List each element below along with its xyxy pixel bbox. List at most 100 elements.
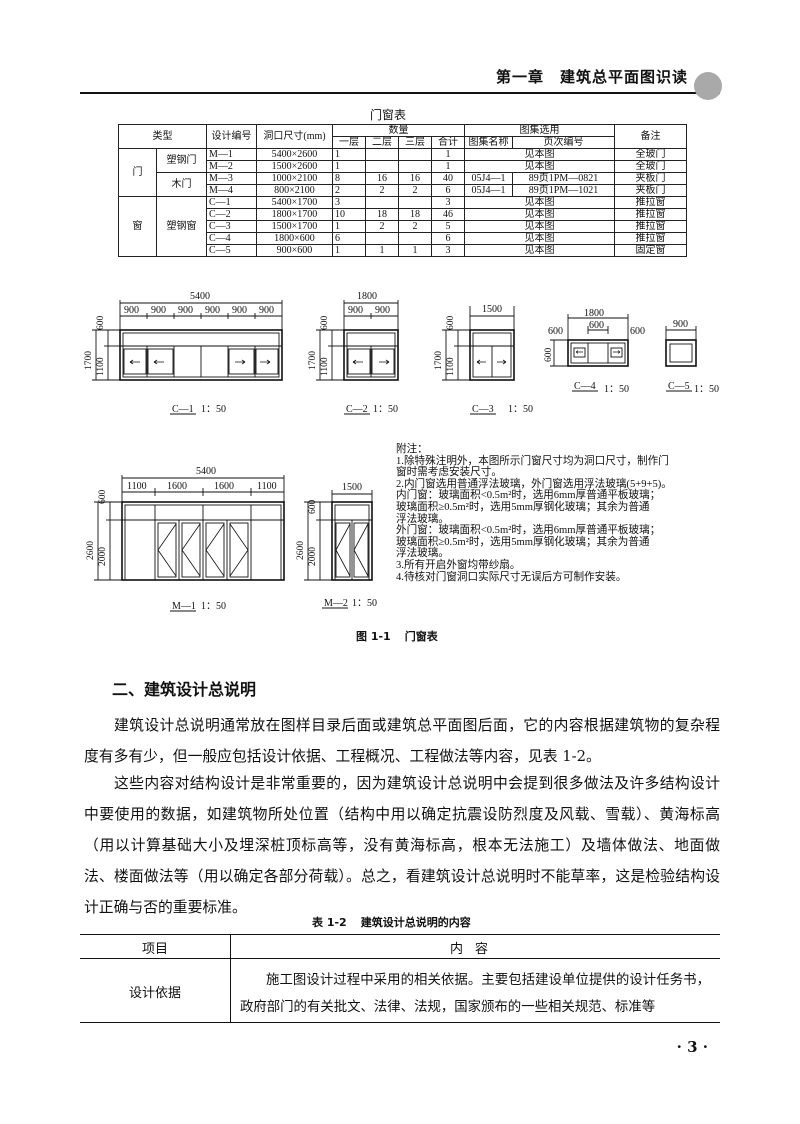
- chapter-header-title: 第一章 建筑总平面图识读: [495, 68, 688, 86]
- c1-seg: 900: [259, 305, 274, 316]
- svg-text:600: 600: [446, 316, 456, 331]
- table2-number: 表 1-2: [312, 916, 347, 929]
- table-row: C—5 900×600 1 1 1 3 见本图 固定窗: [119, 244, 687, 257]
- svg-text:1100: 1100: [446, 357, 456, 376]
- svg-text:1：50: 1：50: [694, 384, 719, 395]
- c1-seg: 900: [151, 305, 166, 316]
- table-row: M—4 800×2100 2 2 2 6 05J4—1 89页1PM—1021 …: [119, 184, 687, 197]
- svg-text:1800: 1800: [584, 308, 604, 319]
- table2-row-item: 设计依据: [128, 986, 181, 1001]
- door-window-table: 类型 设计编号 洞口尺寸(mm) 数量 图集选用 备注 一层 二层 三层 合计 …: [118, 124, 687, 257]
- svg-text:600: 600: [98, 490, 108, 505]
- c1-seg: 900: [124, 305, 139, 316]
- door-m2-elevation: 1500 600 2600 2000 M—2 1：50: [296, 482, 377, 609]
- note-line: 外门窗：玻璃面积<0.5m²时，选用6mm厚普通平板玻璃；: [396, 525, 661, 537]
- table-row: 门 塑钢门 M—1 5400×2600 1 1 见本图 全玻门: [118, 148, 687, 197]
- svg-text:1700: 1700: [434, 351, 444, 370]
- svg-text:1700: 1700: [84, 351, 94, 370]
- svg-text:1100: 1100: [127, 481, 147, 492]
- note-line: 浮法玻璃。: [396, 548, 449, 560]
- svg-text:C—5: C—5: [668, 381, 690, 392]
- window-c2-elevation: 1800 900 900 600 1700 1100 C—2 1：50: [308, 291, 399, 415]
- svg-text:1：50: 1：50: [604, 384, 629, 395]
- header-rule: [80, 92, 720, 94]
- table-row: C—4 1800×600 6 6 见本图 推拉窗: [119, 232, 687, 245]
- svg-text:2000: 2000: [98, 547, 108, 566]
- table-rule: [80, 958, 720, 959]
- door-m1-elevation: 5400 1100 1600 1600 1100 600 2600 2000 M…: [86, 466, 285, 612]
- c1-seg: 900: [232, 305, 247, 316]
- window-c5-elevation: 900 C—5 1：50: [665, 319, 719, 395]
- svg-text:1500: 1500: [482, 304, 502, 315]
- svg-text:600: 600: [548, 326, 563, 337]
- table2-row-content: 施工图设计过程中采用的相关依据。主要包括建设单位提供的设计任务书，政府部门的有关…: [240, 973, 710, 1015]
- svg-text:600: 600: [96, 316, 106, 331]
- svg-text:5400: 5400: [196, 466, 216, 477]
- c1-seg: 900: [178, 305, 193, 316]
- subtype-wood-door: 木门: [156, 172, 207, 197]
- svg-text:600: 600: [589, 320, 604, 331]
- svg-text:2000: 2000: [308, 547, 318, 566]
- figure-title: 门窗表: [404, 630, 438, 643]
- section-title: 二、建筑设计总说明: [112, 680, 257, 699]
- svg-text:1：50: 1：50: [352, 598, 377, 609]
- svg-text:C—4: C—4: [574, 381, 596, 392]
- svg-text:900: 900: [673, 319, 688, 330]
- table2-caption: 表 1-2 建筑设计总说明的内容: [312, 914, 471, 930]
- svg-text:2600: 2600: [296, 541, 306, 560]
- svg-text:1600: 1600: [214, 481, 234, 492]
- table2-header-item: 项目: [141, 942, 168, 957]
- svg-text:1100: 1100: [257, 481, 277, 492]
- table-divider: [230, 934, 231, 1022]
- note-line: 玻璃面积≥0.5m²时，选用5mm厚钢化玻璃；其余为普通: [396, 536, 650, 548]
- window-c1-elevation: 5400 900 900 900 900 900 900 600 1700 11…: [84, 291, 283, 415]
- svg-text:1100: 1100: [96, 357, 106, 376]
- svg-text:1：50: 1：50: [508, 404, 533, 415]
- col-header-type: 类型: [118, 124, 207, 149]
- page-number: · 3 ·: [676, 1038, 708, 1056]
- door-window-table-caption: 门窗表: [370, 108, 407, 122]
- note-line: 玻璃面积≥0.5m²时，选用5mm厚钢化玻璃；其余为普通: [396, 501, 650, 513]
- body-paragraph: 这些内容对结构设计是非常重要的，因为建筑设计总说明中会提到很多做法及许多结构设计…: [84, 775, 720, 916]
- table-rule: [80, 1022, 720, 1023]
- svg-text:900: 900: [375, 305, 390, 316]
- door-window-elevations: 5400 900 900 900 900 900 900 600 1700 11…: [84, 291, 719, 612]
- group-door: 门: [118, 148, 157, 197]
- col-header-design-code: 设计编号: [206, 124, 257, 149]
- notes-title: 附注：: [396, 444, 428, 455]
- svg-text:M—1: M—1: [172, 601, 196, 612]
- window-c4-elevation: 1800 600 600 600 600 C—4 1：50: [544, 308, 645, 395]
- drawing-notes: 附注： 1.除特殊注明外，本图所示门窗尺寸均为洞口尺寸，制作门 窗时需考虑安装尺…: [396, 444, 706, 583]
- svg-text:600: 600: [544, 348, 554, 363]
- svg-text:1700: 1700: [308, 351, 318, 370]
- group-window: 窗: [118, 196, 157, 257]
- table2-title: 建筑设计总说明的内容: [360, 916, 471, 929]
- svg-text:C—2: C—2: [346, 404, 368, 415]
- svg-text:2600: 2600: [86, 541, 96, 560]
- svg-text:1：50: 1：50: [373, 404, 398, 415]
- svg-text:1500: 1500: [342, 482, 362, 493]
- design-description-table: 项目 内容 设计依据 施工图设计过程中采用的相关依据。主要包括建设单位提供的设计…: [80, 934, 720, 1023]
- svg-text:M—2: M—2: [324, 598, 348, 609]
- svg-text:1800: 1800: [357, 291, 377, 302]
- c1-total-width: 5400: [190, 291, 210, 302]
- note-line: 4.待核对门窗洞口实际尺寸无误后方可制作安装。: [396, 571, 627, 583]
- c1-scale: 1：50: [201, 404, 226, 415]
- svg-text:1：50: 1：50: [201, 601, 226, 612]
- svg-text:600: 600: [308, 500, 318, 515]
- body-paragraph: 建筑设计总说明通常放在图样目录后面或建筑总平面图后面，它的内容根据建筑物的复杂程…: [84, 717, 720, 765]
- c1-label: C—1: [172, 404, 194, 415]
- svg-text:900: 900: [348, 305, 363, 316]
- note-line: 内门窗：玻璃面积<0.5m²时，选用6mm厚普通平板玻璃；: [396, 490, 661, 502]
- c1-seg: 900: [205, 305, 220, 316]
- note-line: 2.内门窗选用普通浮法玻璃，外门窗选用浮法玻璃(5+9+5)。: [396, 478, 672, 490]
- svg-text:1100: 1100: [320, 357, 330, 376]
- note-line: 窗时需考虑安装尺寸。: [396, 467, 502, 479]
- col-header-remark: 备注: [614, 124, 687, 149]
- table-row: 窗 塑钢窗 C—1 5400×1700 3 3 见本图 推拉窗: [118, 196, 687, 257]
- svg-text:600: 600: [320, 316, 330, 331]
- svg-text:600: 600: [630, 326, 645, 337]
- table-rule: [80, 934, 720, 935]
- c1-segment-ticks: [119, 300, 283, 333]
